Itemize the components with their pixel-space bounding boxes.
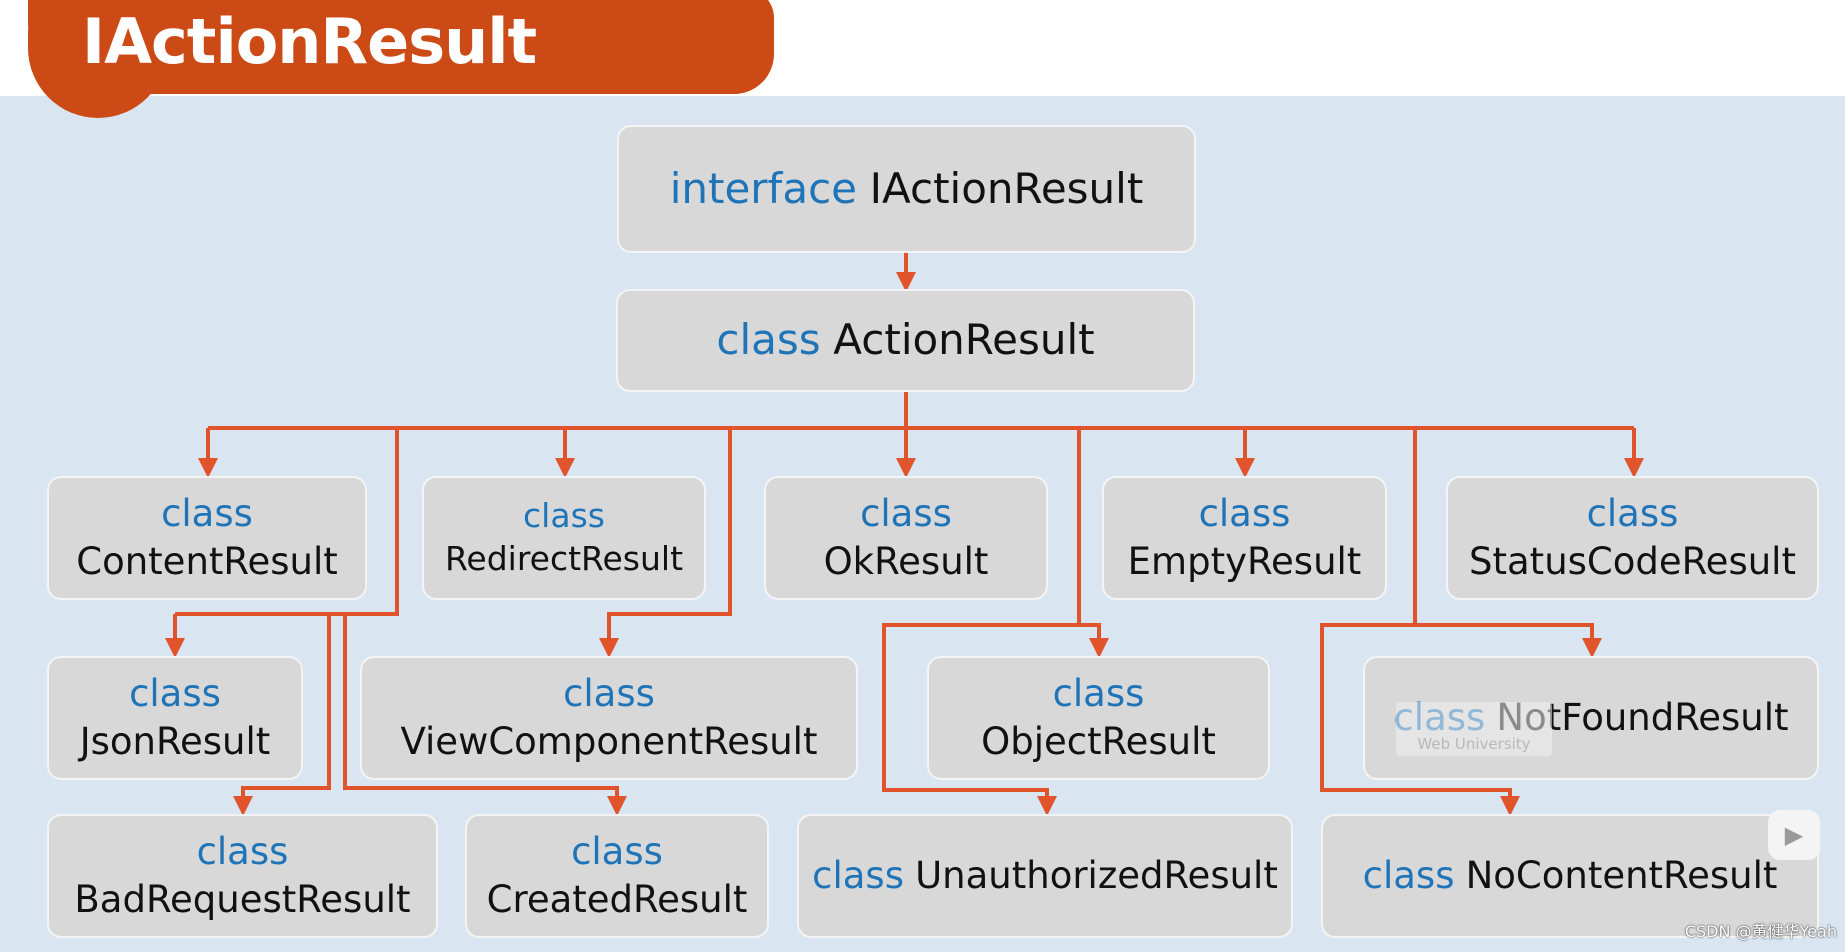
node-keyword: class bbox=[196, 829, 289, 873]
node-keyword: class bbox=[812, 853, 904, 897]
video-play-button[interactable]: ▶ bbox=[1768, 810, 1820, 860]
arrow-to-createdresult bbox=[343, 614, 627, 816]
node-badrequestresult: class BadRequestResult bbox=[47, 814, 438, 938]
play-icon: ▶ bbox=[1784, 821, 1804, 849]
title-banner-bar bbox=[28, 0, 774, 94]
node-label: BadRequestResult bbox=[74, 878, 411, 921]
overlay-logo: Web University bbox=[1396, 702, 1552, 756]
node-keyword: class bbox=[716, 315, 821, 365]
node-keyword: interface bbox=[669, 163, 858, 213]
node-objectresult: class ObjectResult bbox=[927, 656, 1270, 780]
node-keyword: class bbox=[129, 671, 221, 715]
node-label: CreatedResult bbox=[486, 878, 748, 921]
arrow-to-badrequestresult bbox=[233, 614, 331, 816]
node-keyword: class bbox=[161, 491, 253, 535]
arrow-to-notfoundresult bbox=[1415, 623, 1602, 658]
node-keyword: class bbox=[1052, 671, 1145, 715]
node-label: NoContentResult bbox=[1465, 853, 1778, 897]
node-viewcomponentresult: class ViewComponentResult bbox=[360, 656, 858, 780]
node-label: StatusCodeResult bbox=[1469, 540, 1796, 583]
node-okresult: class OkResult bbox=[764, 476, 1048, 600]
node-keyword: class bbox=[523, 496, 605, 536]
node-label: ActionResult bbox=[833, 315, 1095, 365]
node-keyword: class bbox=[860, 491, 952, 535]
node-keyword: class bbox=[1198, 491, 1291, 535]
node-keyword: class bbox=[1586, 491, 1679, 535]
node-label: ObjectResult bbox=[981, 720, 1216, 763]
node-label: IActionResult bbox=[869, 163, 1144, 213]
node-statuscoderesult: class StatusCodeResult bbox=[1446, 476, 1819, 600]
arrow-to-viewcomponentresult bbox=[599, 428, 732, 658]
node-emptyresult: class EmptyResult bbox=[1102, 476, 1387, 600]
arrow-to-objectresult bbox=[1079, 623, 1109, 658]
node-label: ContentResult bbox=[76, 540, 338, 583]
node-label: OkResult bbox=[823, 540, 989, 583]
node-label: ViewComponentResult bbox=[400, 720, 818, 763]
watermark: CSDN @黄健华Yeah bbox=[1684, 922, 1837, 941]
node-keyword: class bbox=[1362, 853, 1455, 897]
node-keyword: class bbox=[563, 671, 655, 715]
page-title: IActionResult bbox=[82, 5, 537, 78]
node-label: RedirectResult bbox=[444, 539, 684, 578]
node-iactionresult: interface IActionResult bbox=[617, 125, 1196, 253]
node-createdresult: class CreatedResult bbox=[465, 814, 769, 938]
node-actionresult: class ActionResult bbox=[616, 289, 1195, 392]
node-nocontentresult: class NoContentResult bbox=[1321, 814, 1819, 938]
node-label: JsonResult bbox=[79, 720, 271, 763]
arrow-to-nocontentresult bbox=[1320, 623, 1520, 816]
connector-content-branch bbox=[175, 428, 399, 616]
node-redirectresult: class RedirectResult bbox=[422, 476, 706, 600]
node-unauthorizedresult: class UnauthorizedResult bbox=[797, 814, 1293, 938]
node-label: EmptyResult bbox=[1127, 540, 1362, 583]
overlay-logo-text: Web University bbox=[1417, 735, 1531, 753]
node-label: UnauthorizedResult bbox=[915, 853, 1278, 897]
node-keyword: class bbox=[571, 829, 663, 873]
arrow-to-unauthorizedresult bbox=[882, 623, 1079, 816]
node-jsonresult: class JsonResult bbox=[47, 656, 303, 780]
node-contentresult: class ContentResult bbox=[47, 476, 367, 600]
